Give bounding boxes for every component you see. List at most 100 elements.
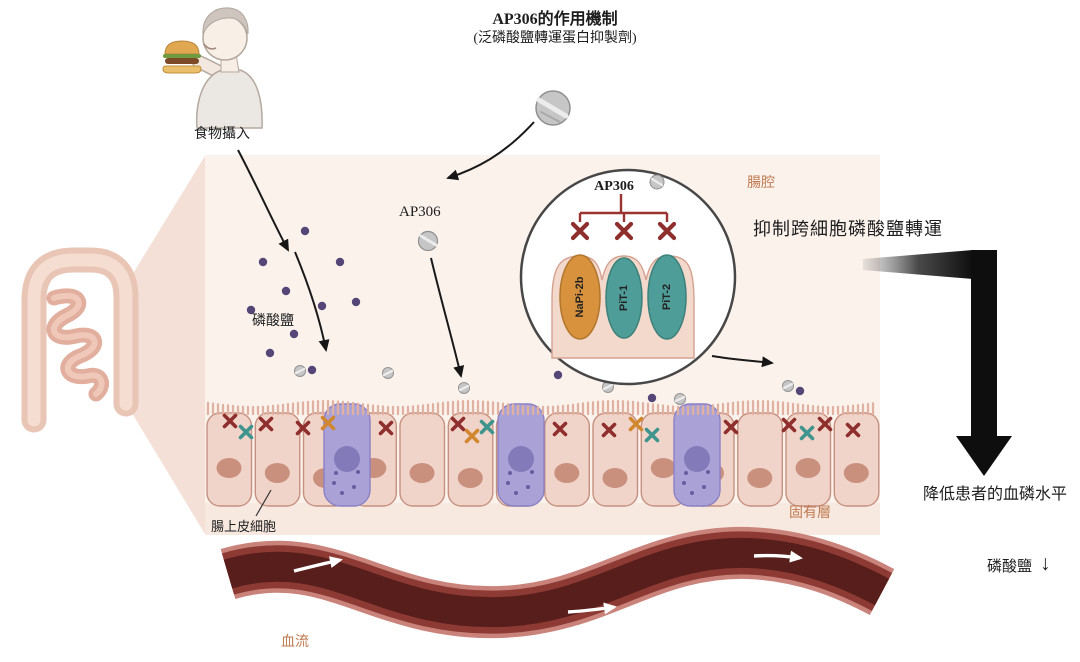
goblet-granule bbox=[332, 481, 336, 485]
goblet-granule bbox=[682, 481, 686, 485]
page-title: AP306的作用機制 bbox=[492, 11, 618, 28]
cell-nucleus bbox=[650, 458, 676, 478]
phosphate-dots bbox=[246, 226, 805, 403]
cell-nucleus bbox=[457, 468, 483, 488]
down-arrow-icon: ↓ bbox=[1040, 551, 1051, 575]
pill-icon bbox=[458, 382, 470, 394]
transporter-pit2 bbox=[647, 254, 687, 340]
cell-nucleus bbox=[216, 458, 242, 478]
phosphate-dot bbox=[281, 286, 291, 296]
inhibition-lines bbox=[578, 194, 669, 222]
pill-icon bbox=[535, 90, 571, 126]
blood-vessel bbox=[220, 526, 895, 639]
arrow-ap306-to-membrane bbox=[430, 257, 465, 378]
x-mark-icon bbox=[258, 416, 274, 432]
epithelial-cell bbox=[737, 412, 783, 507]
x-mark-icon bbox=[378, 420, 394, 436]
cell-nucleus bbox=[264, 463, 290, 483]
goblet-granule bbox=[706, 470, 710, 474]
arrow-food-to-panel bbox=[237, 149, 289, 252]
inhibition-x-marks bbox=[570, 221, 677, 241]
x-mark-icon bbox=[552, 421, 568, 437]
goblet-granule bbox=[526, 485, 530, 489]
phosphate-right-label: 磷酸鹽 bbox=[987, 559, 1033, 575]
pill-icon-ap306 bbox=[417, 230, 439, 252]
flow-arrow bbox=[567, 602, 617, 615]
x-mark-icon bbox=[657, 221, 677, 241]
phosphate-panel-label: 磷酸鹽 bbox=[252, 314, 294, 329]
x-mark-icon bbox=[723, 419, 739, 435]
flow-arrow bbox=[753, 550, 803, 563]
x-mark-icon bbox=[464, 428, 480, 444]
x-mark-icon bbox=[570, 221, 590, 241]
x-mark-icon bbox=[799, 425, 815, 441]
goblet-cell-nucleus bbox=[334, 446, 360, 472]
person-body bbox=[195, 69, 263, 129]
goblet-granule bbox=[530, 470, 534, 474]
zoom-wedge bbox=[118, 156, 205, 534]
phosphate-dot bbox=[335, 257, 345, 267]
goblet-granule bbox=[506, 481, 510, 485]
cell-nucleus bbox=[602, 468, 628, 488]
ap306-panel-label: AP306 bbox=[399, 204, 441, 220]
phosphate-dot bbox=[351, 297, 361, 307]
epithelium-cells bbox=[206, 403, 880, 507]
cell-nucleus bbox=[747, 468, 773, 488]
transporter-pit1-label: PiT-1 bbox=[618, 285, 630, 311]
x-mark-icon bbox=[601, 422, 617, 438]
phosphate-dot bbox=[246, 305, 256, 315]
lamina-label: 固有層 bbox=[789, 506, 831, 521]
phosphate-dot bbox=[795, 386, 805, 396]
phosphate-dot bbox=[647, 393, 657, 403]
goblet-cell-nucleus bbox=[508, 446, 534, 472]
burger-icon bbox=[162, 40, 202, 74]
goblet-granule bbox=[684, 471, 688, 475]
food-intake-label: 食物攝入 bbox=[194, 127, 250, 142]
x-mark-icon bbox=[450, 416, 466, 432]
person-hair bbox=[202, 7, 249, 35]
goblet-granule bbox=[340, 491, 344, 495]
intestine-icon bbox=[21, 247, 139, 433]
pill-icon bbox=[382, 367, 394, 379]
phosphate-dot bbox=[258, 257, 268, 267]
x-mark-icon bbox=[644, 427, 660, 443]
epithelial-cell bbox=[399, 412, 446, 507]
transporter-pit1 bbox=[605, 257, 643, 339]
x-mark-icon bbox=[817, 416, 833, 432]
flow-arrow bbox=[293, 556, 343, 573]
pill-icon bbox=[602, 381, 614, 393]
transporter-x-marks bbox=[222, 413, 861, 444]
blood-flow-label: 血流 bbox=[281, 635, 309, 650]
x-mark-icon bbox=[479, 419, 495, 435]
goblet-granule bbox=[334, 471, 338, 475]
epithelium-label: 腸上皮細胞 bbox=[211, 519, 277, 534]
x-mark-icon bbox=[614, 221, 634, 241]
phosphate-dot bbox=[317, 301, 327, 311]
x-mark-icon bbox=[628, 416, 644, 432]
transporter-napi2b-label: NaPi-2b bbox=[574, 276, 586, 317]
x-mark-icon bbox=[781, 417, 797, 433]
cell-nucleus bbox=[795, 458, 821, 478]
transporter-napi2b bbox=[559, 254, 601, 340]
goblet-granule bbox=[356, 470, 360, 474]
goblet-granule bbox=[508, 471, 512, 475]
pill-icon-magnifier bbox=[649, 174, 665, 190]
magnifier-circle: NaPi-2b PiT-1 PiT-2 AP306 bbox=[519, 168, 737, 386]
small-pills bbox=[294, 365, 794, 405]
blood-flow-arrows bbox=[293, 550, 803, 615]
arrow-circle-to-membrane bbox=[711, 355, 774, 368]
cell-nucleus bbox=[554, 463, 580, 483]
goblet-granule bbox=[690, 491, 694, 495]
x-mark-icon bbox=[320, 415, 336, 431]
goblet-cell-nucleus bbox=[684, 446, 710, 472]
x-mark-icon bbox=[295, 420, 311, 436]
inhibit-transport-label: 抑制跨細胞磷酸鹽轉運 bbox=[753, 219, 943, 239]
arrow-pill-to-ap306 bbox=[446, 121, 535, 181]
x-mark-icon bbox=[845, 422, 861, 438]
phosphate-dot bbox=[307, 365, 317, 375]
microvilli bbox=[206, 399, 875, 416]
transporter-pit2-label: PiT-2 bbox=[661, 284, 673, 310]
page-subtitle: (泛磷酸鹽轉運蛋白抑製劑) bbox=[473, 31, 637, 46]
